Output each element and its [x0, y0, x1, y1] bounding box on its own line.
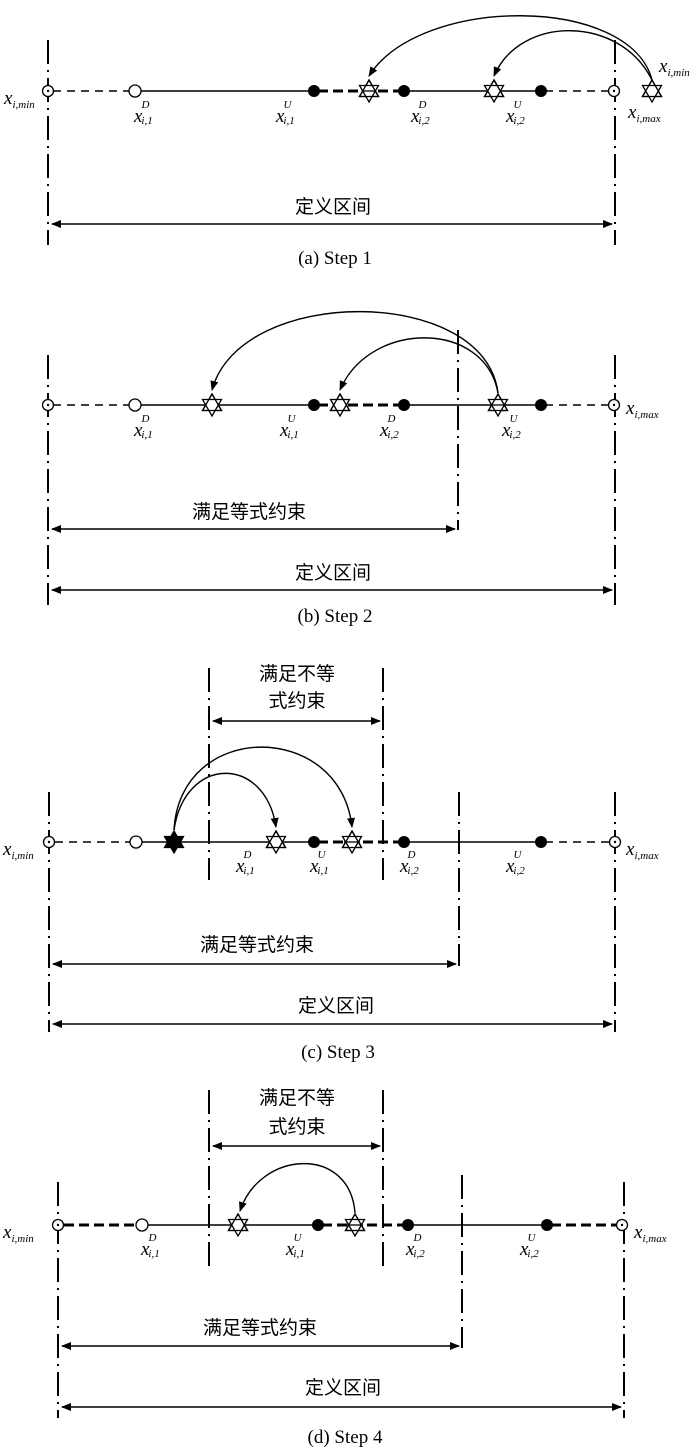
domain-interval-label: 定义区间: [298, 995, 374, 1017]
point-d2: [398, 399, 410, 411]
point-u2: [535, 85, 547, 97]
point-u2: [541, 1219, 553, 1231]
move-arrow: [173, 746, 355, 831]
star-marker: [329, 393, 351, 417]
domain-interval-label: 定义区间: [295, 562, 371, 584]
equality-constraint-label: 满足等式约束: [200, 934, 314, 956]
x-max-label: xi,max: [625, 398, 659, 421]
x-min-label: xi,min: [2, 839, 34, 862]
domain-interval-label: 定义区间: [295, 196, 371, 218]
equality-constraint-label: 满足等式约束: [203, 1317, 317, 1339]
panel-caption: (a) Step 1: [298, 248, 372, 269]
point-d1: [128, 398, 142, 412]
inequality-constraint-label-line1: 满足不等: [259, 1087, 335, 1109]
moving-star-label: xi,min: [658, 56, 690, 79]
move-arrow: [493, 30, 653, 81]
point-d1: [129, 835, 143, 849]
x-max-label: xi,max: [633, 1222, 667, 1245]
panel-caption: (d) Step 4: [308, 1427, 383, 1448]
move-arrow: [239, 1163, 356, 1214]
move-arrow: [339, 337, 499, 394]
panel-caption: (c) Step 3: [301, 1042, 375, 1063]
point-d2: [398, 85, 410, 97]
star-marker: [265, 830, 287, 854]
domain-interval-label: 定义区间: [305, 1377, 381, 1399]
inequality-constraint-label-line2: 式约束: [268, 1116, 325, 1138]
point-u1: [308, 399, 320, 411]
moving-star: [641, 79, 663, 103]
move-arrow: [368, 15, 653, 81]
point-u1: [308, 85, 320, 97]
star-marker: [201, 393, 223, 417]
move-arrow: [210, 310, 499, 394]
x-max-label: xi,max: [627, 102, 661, 125]
filled-star-marker: [163, 830, 185, 854]
point-u2: [535, 399, 547, 411]
x-min-label: xi,min: [2, 1222, 34, 1245]
equality-constraint-label: 满足等式约束: [192, 501, 306, 523]
point-d2: [402, 1219, 414, 1231]
move-arrow: [173, 772, 279, 831]
x-min-label: xi,min: [3, 88, 35, 111]
inequality-constraint-label-line2: 式约束: [268, 690, 325, 712]
x-max-label: xi,max: [625, 839, 659, 862]
point-u1: [308, 836, 320, 848]
point-d1: [135, 1218, 149, 1232]
inequality-constraint-label-line1: 满足不等: [259, 663, 335, 685]
point-d2: [398, 836, 410, 848]
point-u2: [535, 836, 547, 848]
star-marker: [227, 1213, 249, 1237]
panel-caption: (b) Step 2: [298, 606, 373, 627]
point-d1: [128, 84, 142, 98]
star-marker: [483, 79, 505, 103]
point-u1: [312, 1219, 324, 1231]
